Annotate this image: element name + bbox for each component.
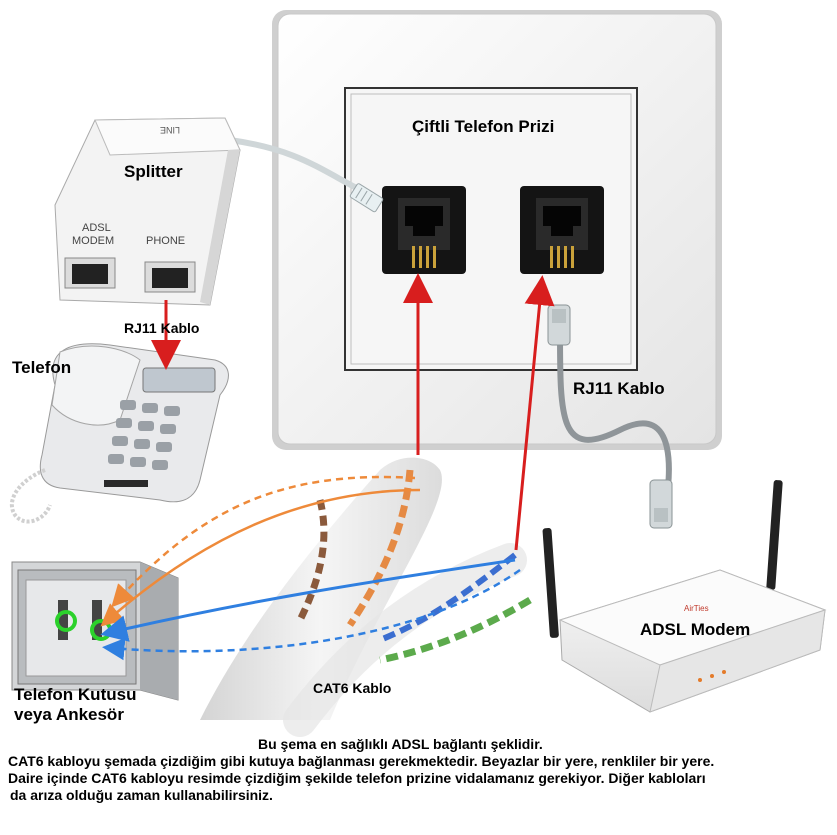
rj11-plug-icon bbox=[349, 183, 384, 213]
rj11-plug-bottom-icon bbox=[649, 479, 673, 529]
terminal-circle-1 bbox=[55, 610, 77, 632]
modem-brand-logo: AirTies bbox=[684, 604, 709, 613]
splitter-phone-label: PHONE bbox=[146, 235, 186, 247]
orange-dashed-route bbox=[111, 475, 416, 608]
telefon-label: Telefon bbox=[12, 358, 72, 377]
cabinet-label-line2: veya Ankesör bbox=[14, 705, 124, 724]
antenna-right bbox=[766, 480, 783, 591]
right-rj11-jack bbox=[520, 186, 604, 274]
splitter-line-label: LINE bbox=[160, 125, 181, 135]
rj11-top-label: RJ11 Kablo bbox=[124, 320, 200, 336]
phone-cord bbox=[9, 468, 52, 524]
adsl-modem-device bbox=[542, 480, 827, 713]
telephone-device bbox=[9, 343, 229, 524]
rj11-plug-top-icon bbox=[547, 304, 571, 346]
splitter-line-cable bbox=[227, 137, 373, 198]
left-rj11-jack bbox=[382, 186, 466, 274]
adsl-modem-label: ADSL Modem bbox=[640, 620, 751, 639]
caption-line-2: CAT6 kabloyu şemada çizdiğim gibi kutuya… bbox=[8, 753, 715, 769]
blue-dashed-route bbox=[102, 568, 521, 661]
orange-solid-route bbox=[100, 488, 421, 627]
rj11-right-label: RJ11 Kablo bbox=[573, 379, 665, 398]
caption-line-1: Bu şema en sağlıklı ADSL bağlantı şeklid… bbox=[258, 736, 543, 752]
splitter-device bbox=[54, 117, 241, 306]
red-arrow-right bbox=[514, 275, 555, 551]
splitter-label: Splitter bbox=[124, 162, 183, 181]
splitter-adsl-label: ADSL bbox=[82, 222, 111, 234]
splitter-modem-label: MODEM bbox=[72, 235, 115, 247]
caption-line-3: Daire içinde CAT6 kabloyu resimde çizdiğ… bbox=[8, 770, 706, 786]
blue-solid-route bbox=[100, 558, 516, 642]
antenna-left bbox=[542, 527, 559, 638]
cabinet-label-line1: Telefon Kutusu bbox=[14, 685, 137, 704]
caption-line-4: da arıza olduğu zaman kullanabilirsiniz. bbox=[10, 787, 273, 803]
socket-title: Çiftli Telefon Prizi bbox=[412, 117, 555, 136]
double-phone-socket bbox=[272, 10, 722, 450]
rj11-cable-modem bbox=[557, 327, 672, 513]
cat6-label: CAT6 Kablo bbox=[313, 680, 392, 696]
caption: Bu şema en sağlıklı ADSL bağlantı şeklid… bbox=[8, 736, 833, 804]
